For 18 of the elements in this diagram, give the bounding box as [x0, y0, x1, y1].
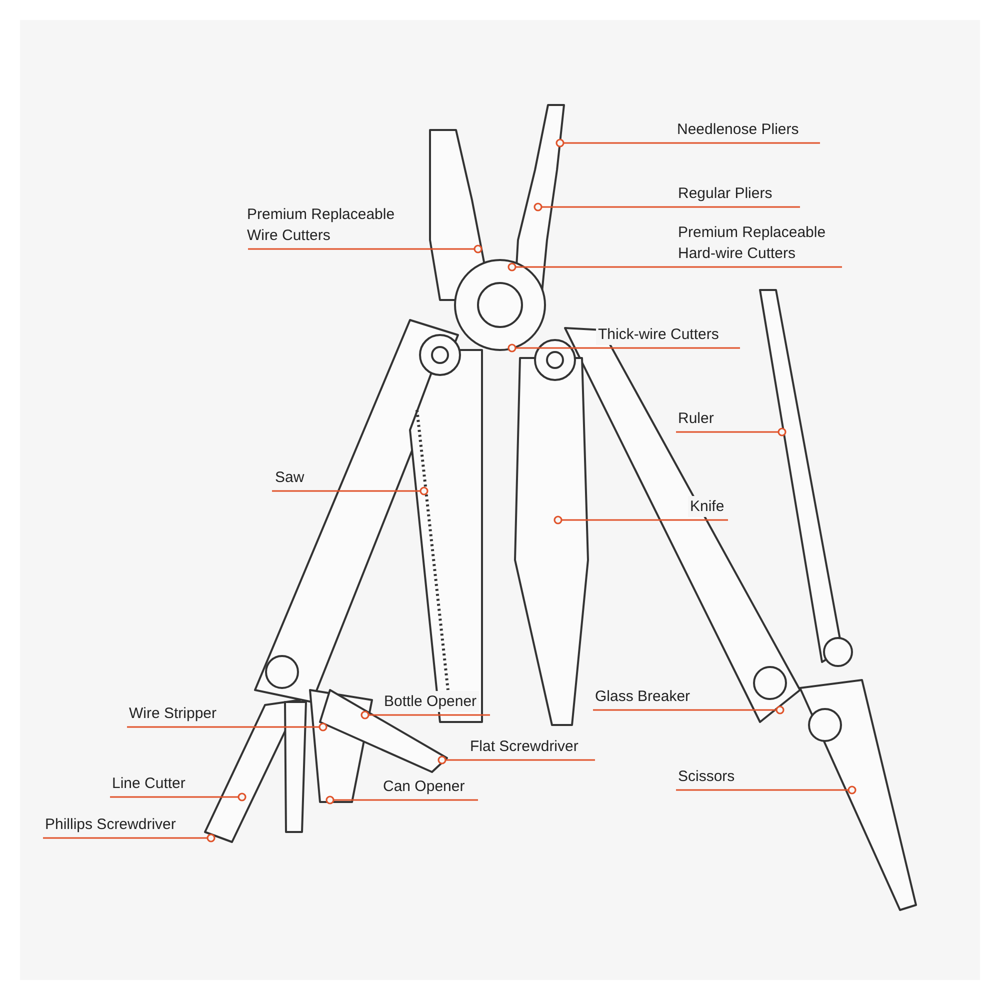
leader-line: [676, 428, 786, 436]
part-label: Bottle Opener: [382, 691, 479, 712]
leader-line: [326, 796, 478, 804]
leader-line: [508, 344, 740, 352]
leader-line: [438, 756, 595, 764]
leader-line: [534, 202, 800, 212]
leader-line: [360, 710, 490, 720]
leader-line: [110, 792, 246, 802]
leader-line: [43, 834, 216, 842]
leader-line: [508, 262, 842, 272]
leader-line: [676, 786, 856, 794]
leader-line: [554, 516, 728, 524]
leader-line: [272, 486, 428, 496]
leader-line: [593, 706, 784, 714]
leader-line: [248, 244, 482, 254]
part-label: Knife: [688, 496, 726, 517]
leader-line: [556, 138, 820, 148]
leader-line: [127, 722, 328, 732]
